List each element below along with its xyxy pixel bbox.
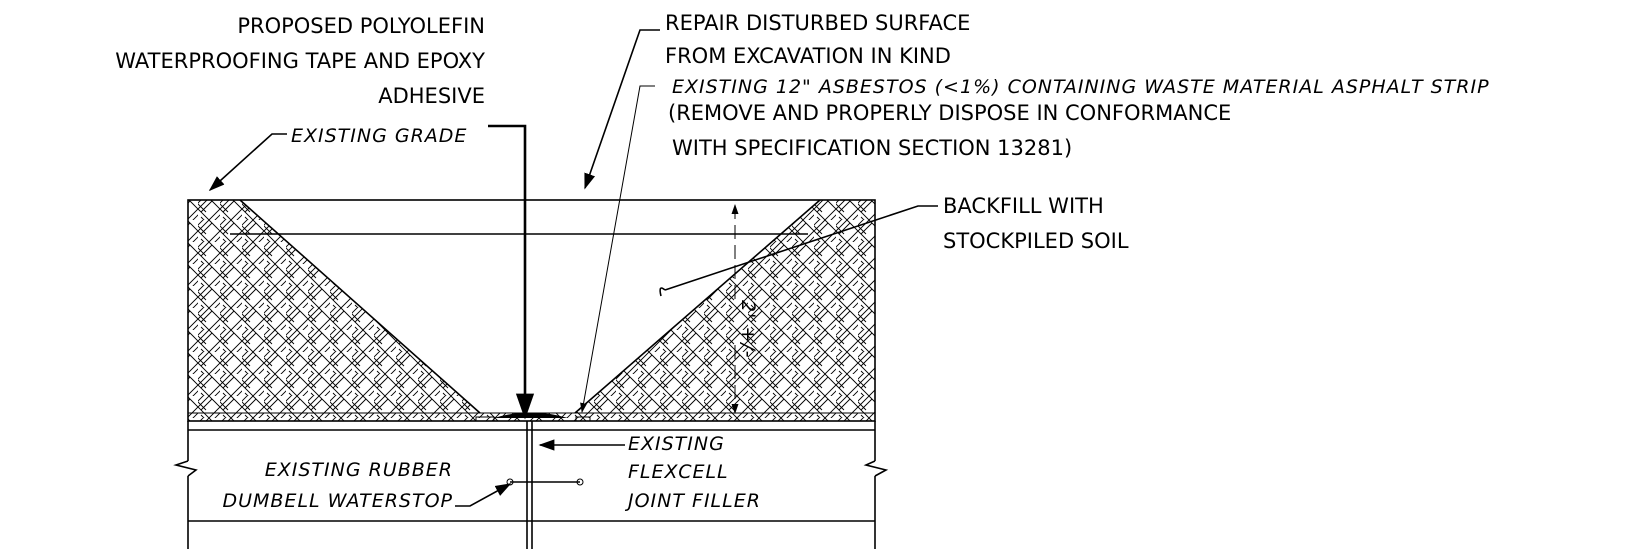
label-backfill: BACKFILL WITH STOCKPILED SOIL [943,194,1129,253]
label-existing-grade: EXISTING GRADE [291,125,467,147]
svg-text:WATERPROOFING TAPE AND EPOXY: WATERPROOFING TAPE AND EPOXY [115,49,485,73]
svg-text:STOCKPILED SOIL: STOCKPILED SOIL [943,229,1129,253]
leaders [208,29,938,507]
svg-text:PROPOSED POLYOLEFIN: PROPOSED POLYOLEFIN [237,14,485,38]
label-remove-dispose: (REMOVE AND PROPERLY DISPOSE IN CONFORMA… [668,101,1231,160]
excavation-outline [187,199,876,422]
svg-text:DUMBELL WATERSTOP: DUMBELL WATERSTOP [222,490,453,512]
svg-text:REPAIR DISTURBED SURFACE: REPAIR DISTURBED SURFACE [665,11,970,35]
svg-text:FLEXCELL: FLEXCELL [628,461,729,483]
svg-text:WITH SPECIFICATION SECTION 132: WITH SPECIFICATION SECTION 13281) [672,136,1072,160]
label-flexcell: EXISTING FLEXCELL JOINT FILLER [624,433,761,512]
label-polyolefin: PROPOSED POLYOLEFIN WATERPROOFING TAPE A… [115,14,485,108]
label-asbestos-strip: EXISTING 12" ASBESTOS (<1%) CONTAINING W… [672,76,1490,98]
svg-text:EXISTING RUBBER: EXISTING RUBBER [265,459,453,481]
label-repair-surface: REPAIR DISTURBED SURFACE FROM EXCAVATION… [665,11,970,68]
svg-text:JOINT FILLER: JOINT FILLER [624,490,761,512]
slab-section [173,412,889,549]
soil-hatch [188,200,875,421]
dimension-2ft: 2' +/- [731,204,759,414]
label-waterstop: EXISTING RUBBER DUMBELL WATERSTOP [222,459,453,512]
svg-text:ADHESIVE: ADHESIVE [378,84,485,108]
svg-text:(REMOVE AND PROPERLY DISPOSE I: (REMOVE AND PROPERLY DISPOSE IN CONFORMA… [668,101,1231,125]
svg-text:BACKFILL WITH: BACKFILL WITH [943,194,1104,218]
svg-text:EXISTING: EXISTING [628,433,725,455]
dimension-label: 2' +/- [737,300,759,359]
svg-text:FROM EXCAVATION IN KIND: FROM EXCAVATION IN KIND [665,44,951,68]
